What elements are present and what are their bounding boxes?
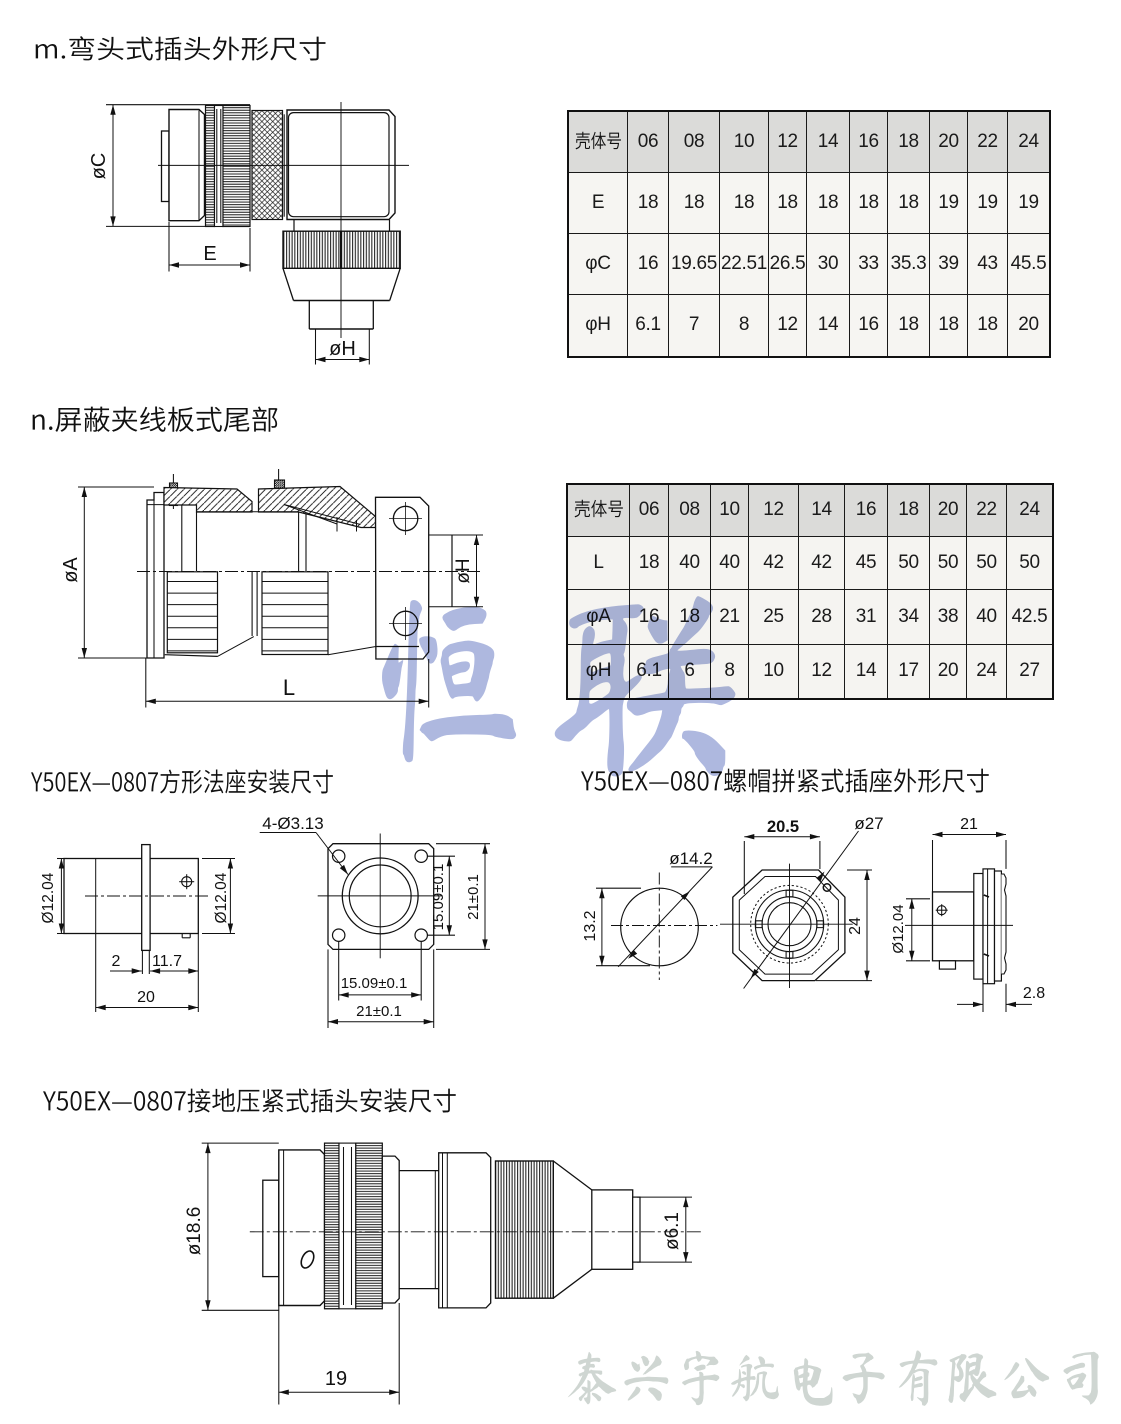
svg-text:4-Ø3.13: 4-Ø3.13 (262, 814, 323, 833)
svg-text:ø6.1: ø6.1 (662, 1212, 683, 1250)
svg-text:15.09±0.1: 15.09±0.1 (430, 864, 447, 931)
svg-text:24: 24 (847, 917, 864, 935)
svg-text:21±0.1: 21±0.1 (465, 874, 482, 920)
svg-text:Ø12.04: Ø12.04 (213, 872, 230, 923)
svg-text:20.5: 20.5 (767, 818, 799, 836)
svg-text:øH: øH (453, 558, 474, 583)
svg-text:21: 21 (960, 816, 978, 833)
svg-text:øH: øH (329, 338, 356, 360)
svg-text:ø27: ø27 (854, 814, 883, 833)
svg-text:øA: øA (60, 557, 82, 583)
svg-text:øC: øC (88, 153, 110, 180)
svg-text:E: E (203, 243, 216, 265)
svg-text:13.2: 13.2 (582, 910, 599, 941)
svg-text:ø14.2: ø14.2 (669, 849, 712, 868)
svg-text:11.7: 11.7 (152, 953, 182, 970)
svg-text:L: L (283, 675, 295, 700)
svg-text:Ø12.04: Ø12.04 (890, 904, 907, 953)
svg-text:20: 20 (137, 989, 155, 1006)
svg-text:15.09±0.1: 15.09±0.1 (341, 975, 408, 992)
svg-text:ø18.6: ø18.6 (184, 1207, 205, 1256)
svg-text:21±0.1: 21±0.1 (356, 1003, 402, 1020)
svg-text:Ø12.04: Ø12.04 (40, 872, 57, 923)
svg-text:19: 19 (325, 1368, 347, 1390)
svg-text:2.8: 2.8 (1023, 985, 1045, 1002)
svg-text:2: 2 (112, 953, 121, 970)
